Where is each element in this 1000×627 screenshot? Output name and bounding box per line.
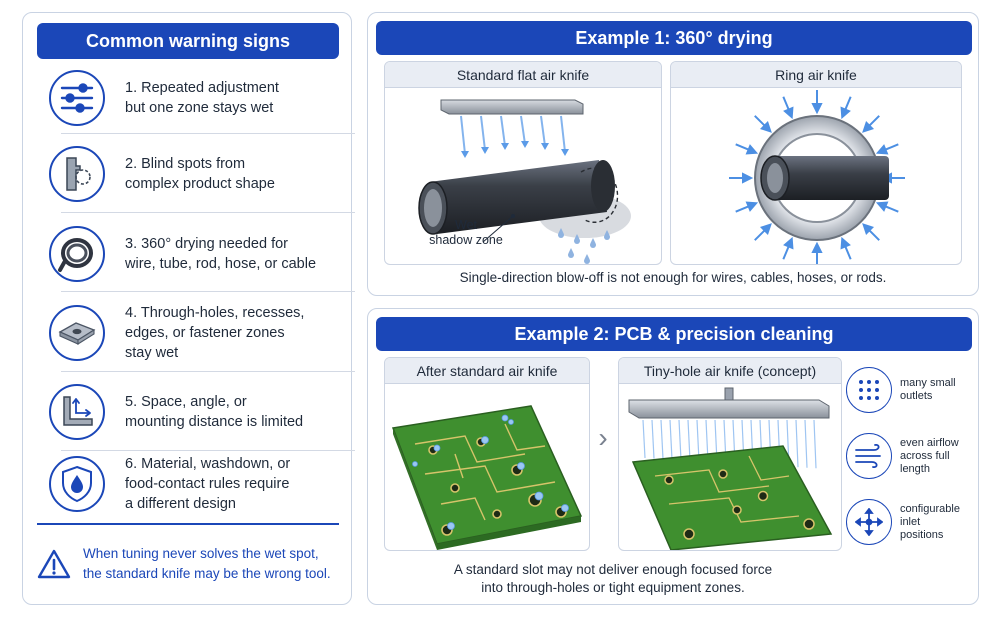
inward-air-arrowhead (862, 120, 875, 133)
dot-grid-icon (846, 367, 892, 413)
inward-air-arrowhead (811, 103, 823, 115)
coiled-cable-icon (49, 226, 105, 282)
airflow-icon (846, 433, 892, 479)
warning-sign-text: 6. Material, washdown, or food-contact r… (125, 456, 291, 512)
inward-air-arrowhead (840, 236, 851, 250)
tiny-jet (669, 419, 673, 460)
tiny-hole-knife-panel: Tiny-hole air knife (concept) (618, 357, 842, 551)
warning-sign-text: 2. Blind spots from complex product shap… (125, 156, 275, 192)
warning-sign-item-5: 5. Space, angle, or mounting distance is… (37, 375, 339, 449)
inward-air-arrowhead (742, 172, 754, 184)
standard-knife-pcb-label: After standard air knife (385, 358, 589, 384)
warning-sign-text: 5. Space, angle, or mounting distance is… (125, 394, 304, 430)
inward-air-arrowhead (759, 120, 772, 133)
inward-air-arrowhead (811, 241, 823, 253)
divider (61, 133, 355, 134)
flat-air-knife-label: Standard flat air knife (385, 62, 661, 88)
tiny-jet (687, 419, 691, 461)
ring-air-knife-label: Ring air knife (671, 62, 961, 88)
feature-text: even airflow across full length (900, 436, 959, 475)
feature-even-airflow: even airflow across full length (846, 425, 974, 487)
warning-signs-panel: Common warning signs 1. Repeated adjustm… (22, 12, 355, 605)
wet-pcb-illustration (391, 405, 583, 550)
feature-configurable-inlets: configurable inlet positions (846, 491, 974, 553)
water-shield-icon (49, 456, 105, 512)
tiny-jet (678, 419, 682, 461)
tiny-hole-knife-illustration (628, 387, 833, 550)
inward-air-arrowhead (840, 106, 851, 120)
inward-air-arrowhead (875, 201, 889, 212)
tiny-jet (660, 419, 664, 460)
flat-air-knife-illustration (418, 99, 631, 264)
tiny-jet (651, 419, 655, 459)
divider (61, 371, 355, 372)
standard-knife-pcb-panel: After standard air knife (384, 357, 590, 551)
inward-air-arrowhead (759, 223, 772, 236)
feature-text: configurable inlet positions (900, 502, 960, 541)
warning-signs-title: Common warning signs (37, 23, 339, 59)
chevron-right-icon: › (598, 422, 608, 453)
bracket-blind-spot-icon (49, 146, 105, 202)
example1-caption: Single-direction blow-off is not enough … (459, 270, 887, 285)
feature-text: many small outlets (900, 377, 956, 402)
tiny-jet (804, 419, 808, 468)
tiny-hole-knife-label: Tiny-hole air knife (concept) (619, 358, 841, 384)
inward-air-arrowhead (783, 236, 794, 250)
example2-caption: A standard slot may not deliver enough f… (453, 562, 773, 595)
divider (61, 291, 355, 292)
wet-shadow-zone-label: Wet shadow zone (429, 218, 503, 247)
divider (61, 212, 355, 213)
warning-sign-text: 1. Repeated adjustment but one zone stay… (125, 80, 279, 116)
warning-sign-text: 4. Through-holes, recesses, edges, or fa… (125, 305, 305, 361)
example1-title: Example 1: 360° drying (376, 21, 972, 55)
divider (61, 450, 355, 451)
tiny-jet (795, 419, 799, 468)
warning-note-text: When tuning never solves the wet spot, t… (83, 546, 331, 581)
warning-triangle-icon (37, 549, 71, 579)
warning-sign-item-3: 3. 360° drying needed for wire, tube, ro… (37, 217, 339, 291)
example2-panel: Example 2: PCB & precision cleaning Afte… (367, 308, 979, 605)
feature-many-outlets: many small outlets (846, 359, 974, 421)
inward-air-arrowhead (875, 144, 889, 155)
warning-separator (37, 523, 339, 525)
tiny-jet (813, 419, 817, 469)
tiny-jet (642, 419, 646, 459)
flat-air-knife-panel: Standard flat air knife (384, 61, 662, 265)
warning-note: When tuning never solves the wet spot, t… (37, 533, 339, 595)
inward-air-arrowhead (862, 223, 875, 236)
sliders-icon (49, 70, 105, 126)
warning-sign-item-2: 2. Blind spots from complex product shap… (37, 137, 339, 211)
ring-air-knife-panel: Ring air knife (670, 61, 962, 265)
warning-sign-text: 3. 360° drying needed for wire, tube, ro… (125, 236, 317, 272)
example2-title: Example 2: PCB & precision cleaning (376, 317, 972, 351)
warning-sign-item-1: 1. Repeated adjustment but one zone stay… (37, 61, 339, 135)
inward-air-arrowhead (745, 201, 759, 212)
angle-bracket-icon (49, 384, 105, 440)
four-arrows-icon (846, 499, 892, 545)
warning-sign-item-6: 6. Material, washdown, or food-contact r… (37, 447, 339, 521)
plate-with-hole-icon (49, 305, 105, 361)
example1-panel: Example 1: 360° drying Standard flat air… (367, 12, 979, 296)
warning-sign-item-4: 4. Through-holes, recesses, edges, or fa… (37, 296, 339, 370)
inward-air-arrowhead (783, 106, 794, 120)
inward-air-arrowhead (745, 144, 759, 155)
ring-air-knife-illustration (729, 90, 905, 264)
